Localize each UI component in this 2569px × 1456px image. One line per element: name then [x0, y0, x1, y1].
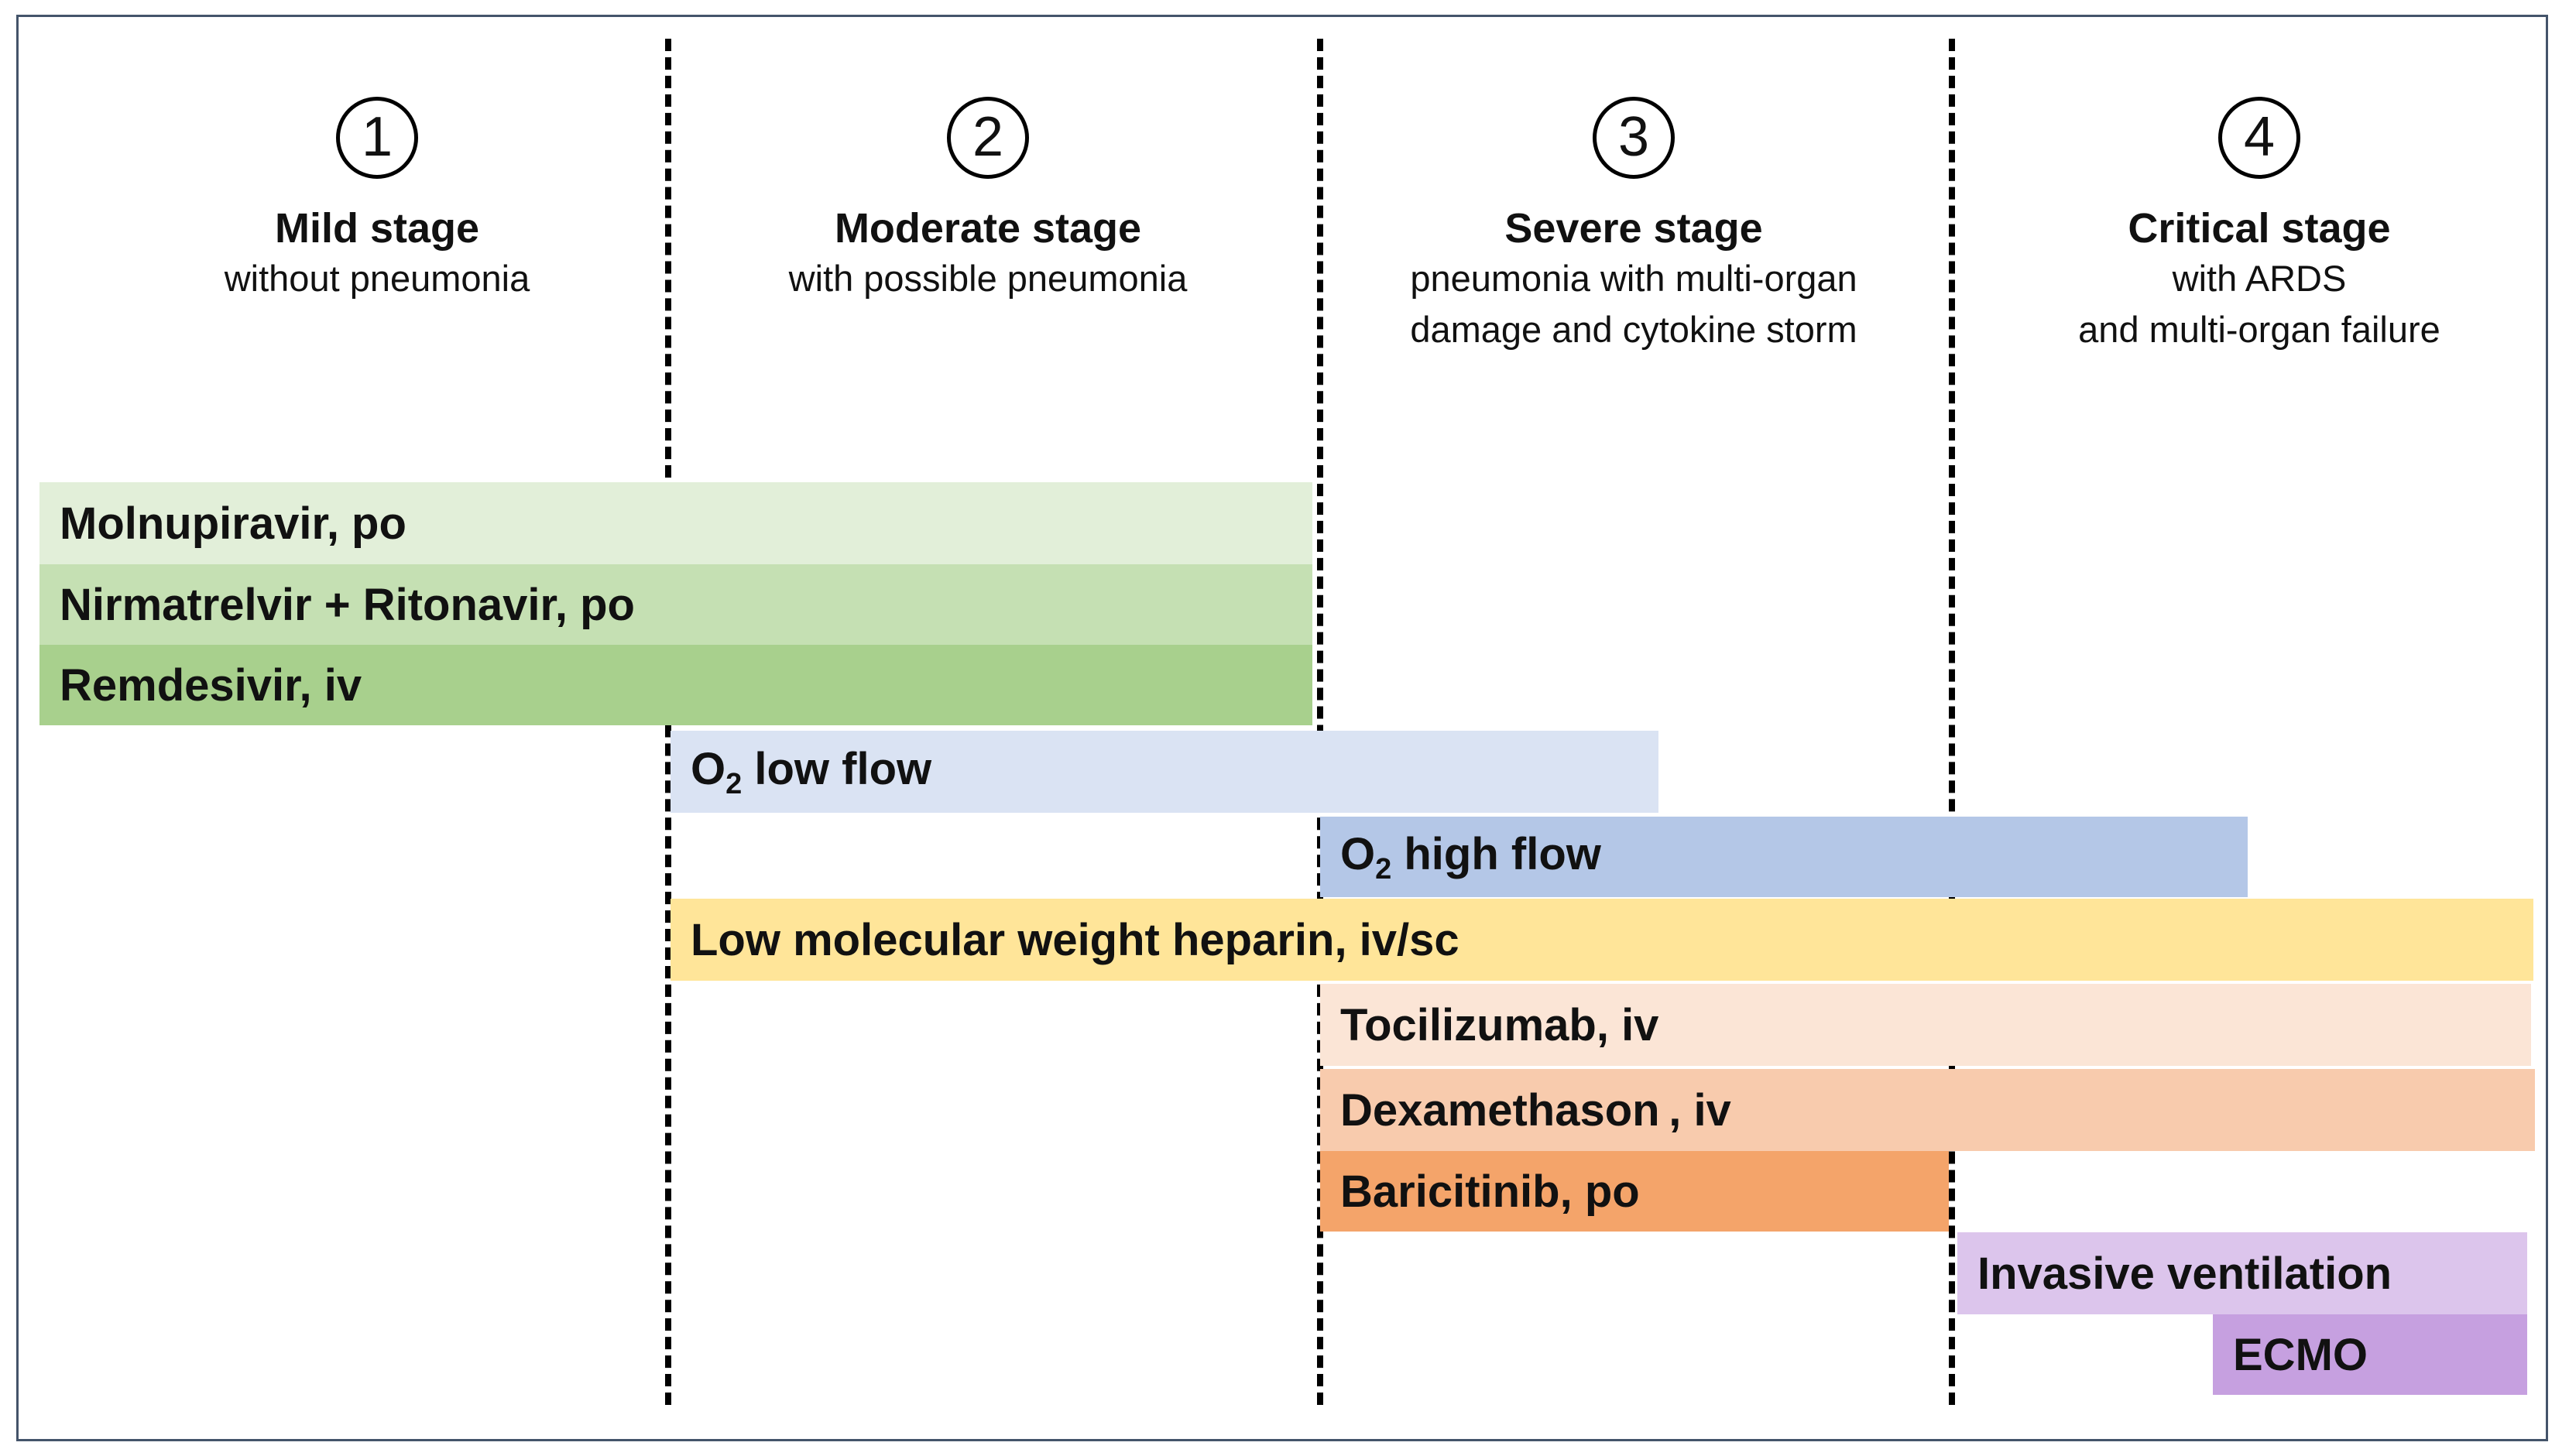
stage-title: Critical stage: [2128, 205, 2391, 252]
bar-tocilizumab: Tocilizumab, iv: [1320, 984, 2531, 1066]
stage-1: 1 Mild stage without pneumonia: [60, 97, 695, 304]
stage-number-badge: 1: [336, 97, 418, 179]
diagram-frame: [16, 15, 2548, 1441]
bar-label: Nirmatrelvir + Ritonavir, po: [60, 579, 635, 630]
bar-o2-low-flow: O2 low flow: [671, 731, 1658, 813]
bar-label: ECMO: [2233, 1329, 2368, 1380]
stage-divider-2-3: [1317, 39, 1323, 1405]
stage-title: Mild stage: [274, 205, 480, 252]
bar-o2-high-flow: O2 high flow: [1320, 817, 2248, 897]
stage-4: 4 Critical stage with ARDS and multi-org…: [1942, 97, 2569, 355]
bar-label: Invasive ventilation: [1977, 1248, 2392, 1299]
bar-invasive-ventilation: Invasive ventilation: [1957, 1232, 2527, 1314]
stage-number-badge: 3: [1593, 97, 1675, 179]
bar-dexamethason: Dexamethason , iv: [1320, 1069, 2535, 1151]
stage-2: 2 Moderate stage with possible pneumonia: [671, 97, 1305, 304]
bar-label: Remdesivir, iv: [60, 659, 362, 711]
bar-nirmatrelvir-ritonavir: Nirmatrelvir + Ritonavir, po: [39, 564, 1312, 645]
bar-label: O2 low flow: [691, 743, 932, 800]
stage-description: without pneumonia: [224, 258, 530, 299]
stage-number-badge: 4: [2218, 97, 2300, 179]
bar-label: Low molecular weight heparin, iv/sc: [691, 914, 1459, 965]
stage-description-line2: damage and cytokine storm: [1410, 309, 1857, 350]
stage-description: with possible pneumonia: [788, 258, 1188, 299]
stage-number-badge: 2: [947, 97, 1029, 179]
stage-description-line2: and multi-organ failure: [2078, 309, 2440, 350]
stage-title: Severe stage: [1504, 205, 1763, 252]
bar-label: Tocilizumab, iv: [1340, 999, 1659, 1050]
bar-low-molecular-weight-heparin: Low molecular weight heparin, iv/sc: [671, 899, 2533, 981]
bar-label: Baricitinib, po: [1340, 1166, 1640, 1217]
stage-title: Moderate stage: [834, 205, 1142, 252]
bar-label: O2 high flow: [1340, 828, 1601, 886]
stage-description: with ARDS: [2172, 258, 2347, 299]
bar-baricitinib: Baricitinib, po: [1320, 1151, 1949, 1232]
bar-label: Dexamethason , iv: [1340, 1084, 1731, 1136]
bar-ecmo: ECMO: [2213, 1314, 2527, 1395]
stage-3: 3 Severe stage pneumonia with multi-orga…: [1316, 97, 1951, 355]
stage-divider-3-4: [1949, 39, 1955, 1405]
bar-label: Molnupiravir, po: [60, 498, 406, 549]
stage-description: pneumonia with multi-organ: [1410, 258, 1857, 299]
bar-molnupiravir: Molnupiravir, po: [39, 482, 1312, 564]
bar-remdesivir: Remdesivir, iv: [39, 645, 1312, 725]
